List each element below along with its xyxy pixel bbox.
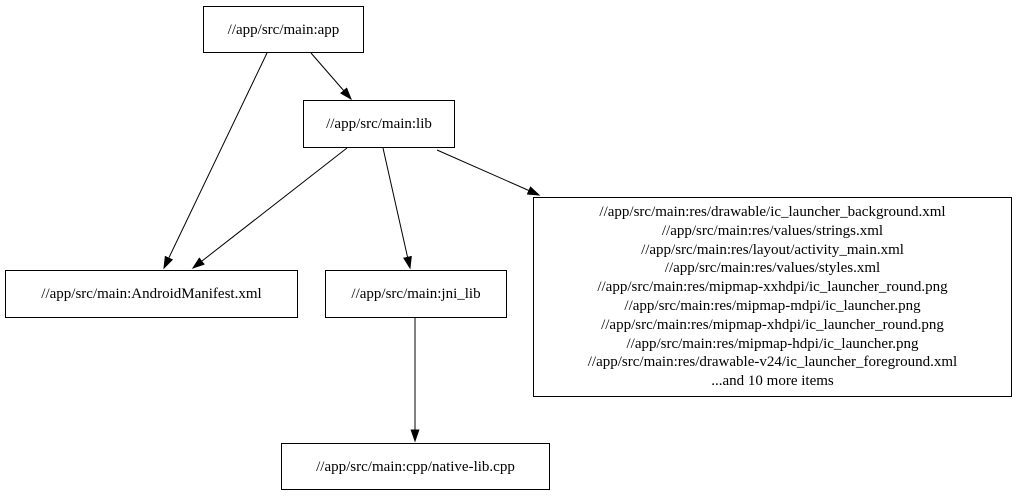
resource-line: //app/src/main:res/layout/activity_main.… bbox=[641, 241, 904, 258]
node-lib-label: //app/src/main:lib bbox=[326, 116, 432, 132]
node-resources-list: //app/src/main:res/drawable/ic_launcher_… bbox=[533, 197, 1012, 397]
node-jni-lib: //app/src/main:jni_lib bbox=[325, 270, 507, 318]
resource-line: //app/src/main:res/mipmap-mdpi/ic_launch… bbox=[624, 298, 921, 314]
resource-line: //app/src/main:res/values/strings.xml bbox=[661, 222, 884, 239]
edge-app-to-android-manifest bbox=[163, 52, 268, 270]
node-lib: //app/src/main:lib bbox=[303, 100, 455, 148]
node-native-lib-cpp: //app/src/main:cpp/native-lib.cpp bbox=[281, 443, 550, 490]
resource-line: ...and 10 more items bbox=[711, 373, 834, 390]
edge-lib-to-android-manifest bbox=[191, 147, 348, 269]
node-app: //app/src/main:app bbox=[203, 6, 364, 53]
resource-line: //app/src/main:res/mipmap-xhdpi/ic_launc… bbox=[601, 316, 944, 333]
resource-line: //app/src/main:res/drawable/ic_launcher_… bbox=[599, 204, 946, 221]
edge-app-to-lib bbox=[310, 52, 352, 101]
node-android-manifest: //app/src/main:AndroidManifest.xml bbox=[5, 270, 298, 318]
edge-lib-to-resources bbox=[436, 149, 541, 196]
node-app-label: //app/src/main:app bbox=[227, 21, 340, 38]
node-android-manifest-label: //app/src/main:AndroidManifest.xml bbox=[41, 286, 262, 302]
resource-line: //app/src/main:res/mipmap-xxhdpi/ic_laun… bbox=[597, 279, 948, 296]
resource-line: //app/src/main:res/drawable-v24/ic_launc… bbox=[587, 354, 958, 371]
node-jni-lib-label: //app/src/main:jni_lib bbox=[351, 286, 481, 302]
node-native-lib-cpp-label: //app/src/main:cpp/native-lib.cpp bbox=[316, 458, 515, 475]
edge-lib-to-jni-lib bbox=[382, 147, 412, 270]
resource-line: //app/src/main:res/values/styles.xml bbox=[664, 260, 881, 277]
resource-line: //app/src/main:res/mipmap-hdpi/ic_launch… bbox=[626, 335, 919, 352]
